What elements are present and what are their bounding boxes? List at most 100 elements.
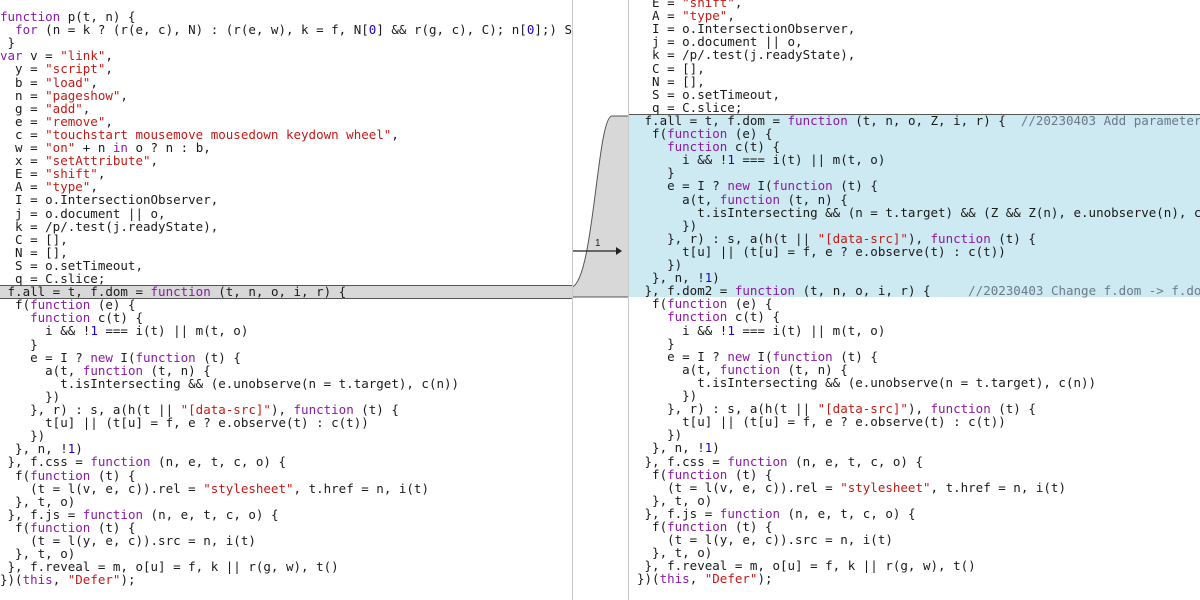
code-line[interactable]: (t = l(y, e, c)).src = n, i(t) xyxy=(0,534,256,547)
code-line[interactable]: w = "on" + n in o ? n : b, xyxy=(0,141,211,154)
code-line[interactable]: }, t, o) xyxy=(637,546,712,559)
code-line[interactable]: f.all = t, f.dom = function (t, n, o, i,… xyxy=(0,285,347,298)
code-line[interactable]: t[u] || (t[u] = f, e ? e.observe(t) : c(… xyxy=(0,416,369,429)
code-line[interactable]: f(function (t) { xyxy=(0,469,135,482)
code-line[interactable]: }, f.reveal = m, o[u] = f, k || r(g, w),… xyxy=(637,559,976,572)
code-line[interactable]: a(t, function (t, n) { xyxy=(0,364,211,377)
code-token: e = I ? xyxy=(637,348,728,364)
code-token: , xyxy=(150,153,159,169)
code-line[interactable]: } xyxy=(637,337,675,350)
code-line[interactable]: } xyxy=(0,36,16,49)
code-line[interactable]: b = "load", xyxy=(0,76,98,89)
code-line[interactable]: }) xyxy=(637,428,682,441)
code-line[interactable]: }, f.css = function (n, e, t, c, o) { xyxy=(637,455,923,468)
code-line[interactable]: t.isIntersecting && (n = t.target) && (Z… xyxy=(637,206,1200,219)
code-line[interactable]: }, n, !1) xyxy=(637,271,720,284)
code-line[interactable]: t[u] || (t[u] = f, e ? e.observe(t) : c(… xyxy=(637,415,1006,428)
code-line[interactable]: }) xyxy=(0,429,45,442)
code-line[interactable]: i && !1 === i(t) || m(t, o) xyxy=(637,153,885,166)
code-line[interactable]: f(function (e) { xyxy=(637,127,772,140)
code-line[interactable]: S = o.setTimeout, xyxy=(0,259,143,272)
code-line[interactable]: j = o.document || o, xyxy=(0,207,166,220)
code-line[interactable]: }, f.reveal = m, o[u] = f, k || r(g, w),… xyxy=(0,560,339,573)
pane-divider-left[interactable] xyxy=(572,0,573,600)
code-line[interactable]: I = o.IntersectionObserver, xyxy=(0,193,218,206)
code-line[interactable]: f(function (t) { xyxy=(637,468,772,481)
code-line[interactable]: (t = l(y, e, c)).src = n, i(t) xyxy=(637,533,893,546)
code-line[interactable]: }, n, !1) xyxy=(0,442,83,455)
code-line[interactable]: }) xyxy=(637,219,697,232)
code-line[interactable]: function c(t) { xyxy=(637,310,780,323)
code-line[interactable]: n = "pageshow", xyxy=(0,89,128,102)
code-line[interactable]: for (n = k ? (r(e, c), N) : (r(e, w), k … xyxy=(0,23,572,36)
code-line[interactable]: a(t, function (t, n) { xyxy=(637,193,848,206)
code-token: }, f.dom2 = xyxy=(637,283,735,299)
code-line[interactable]: f(function (e) { xyxy=(637,297,772,310)
code-line[interactable]: }) xyxy=(0,390,60,403)
left-code-pane[interactable]: function p(t, n) { for (n = k ? (r(e, c)… xyxy=(0,0,572,600)
code-line[interactable]: C = [], xyxy=(0,233,68,246)
code-line[interactable]: E = "shift", xyxy=(637,0,742,9)
code-line[interactable]: t.isIntersecting && (e.unobserve(n = t.t… xyxy=(637,376,1096,389)
code-line[interactable]: }, t, o) xyxy=(0,547,75,560)
code-line[interactable]: }, r) : s, a(h(t || "[data-src]"), funct… xyxy=(637,232,1036,245)
code-line[interactable]: S = o.setTimeout, xyxy=(637,88,780,101)
code-line[interactable]: }) xyxy=(637,258,682,271)
code-line[interactable]: A = "type", xyxy=(0,180,98,193)
code-line[interactable]: function p(t, n) { xyxy=(0,10,135,23)
code-line[interactable]: }, t, o) xyxy=(637,494,712,507)
code-line[interactable]: i && !1 === i(t) || m(t, o) xyxy=(0,324,248,337)
code-line[interactable]: }, f.js = function (n, e, t, c, o) { xyxy=(637,505,916,521)
code-line[interactable]: j = o.document || o, xyxy=(637,35,803,48)
code-line[interactable]: t[u] || (t[u] = f, e ? e.observe(t) : c(… xyxy=(637,245,1006,258)
code-token: (n, e, t, c, o) { xyxy=(780,505,916,521)
code-line[interactable]: (t = l(v, e, c)).rel = "stylesheet", t.h… xyxy=(0,482,429,495)
code-line[interactable]: A = "type", xyxy=(637,9,735,22)
code-line[interactable]: e = I ? new I(function (t) { xyxy=(0,351,241,364)
code-line[interactable]: e = I ? new I(function (t) { xyxy=(637,350,878,363)
code-line[interactable]: } xyxy=(637,166,675,179)
code-line[interactable]: q = C.slice; xyxy=(637,101,742,114)
code-token: i && ! xyxy=(637,322,728,338)
code-token: (t) { xyxy=(90,519,136,535)
code-line[interactable]: }, f.css = function (n, e, t, c, o) { xyxy=(0,455,286,468)
code-line[interactable]: f(function (e) { xyxy=(0,298,135,311)
code-line[interactable]: var v = "link", xyxy=(0,49,113,62)
code-line[interactable]: t.isIntersecting && (e.unobserve(n = t.t… xyxy=(0,377,459,390)
code-line[interactable]: e = "remove", xyxy=(0,115,113,128)
code-line[interactable]: f(function (t) { xyxy=(637,520,772,533)
code-line[interactable]: g = "add", xyxy=(0,102,90,115)
code-line[interactable]: k = /p/.test(j.readyState), xyxy=(0,220,218,233)
code-line[interactable]: }, f.dom2 = function (t, n, o, i, r) { /… xyxy=(637,284,1200,297)
code-line[interactable]: } xyxy=(0,338,38,351)
code-line[interactable]: f.all = t, f.dom = function (t, n, o, Z,… xyxy=(637,114,1200,127)
code-line[interactable]: C = [], xyxy=(637,62,705,75)
code-line[interactable]: })(this, "Defer"); xyxy=(637,572,773,585)
code-line[interactable]: function c(t) { xyxy=(637,140,780,153)
code-line[interactable]: }, n, !1) xyxy=(637,441,720,454)
code-line[interactable]: }, t, o) xyxy=(0,495,75,508)
pane-divider-right[interactable] xyxy=(628,0,629,600)
code-line[interactable]: }, f.js = function (n, e, t, c, o) { xyxy=(0,508,279,521)
code-line[interactable]: a(t, function (t, n) { xyxy=(637,363,848,376)
code-line[interactable]: q = C.slice; xyxy=(0,272,105,285)
code-line[interactable]: y = "script", xyxy=(0,62,113,75)
code-line[interactable]: }, r) : s, a(h(t || "[data-src]"), funct… xyxy=(637,402,1036,415)
code-line[interactable]: N = [], xyxy=(0,246,68,259)
code-line[interactable]: k = /p/.test(j.readyState), xyxy=(637,48,855,61)
right-arrow-icon[interactable] xyxy=(616,247,622,255)
code-line[interactable]: E = "shift", xyxy=(0,167,105,180)
code-line[interactable]: x = "setAttribute", xyxy=(0,154,158,167)
code-line[interactable]: e = I ? new I(function (t) { xyxy=(637,179,878,192)
code-line[interactable]: I = o.IntersectionObserver, xyxy=(637,22,855,35)
code-line[interactable]: }) xyxy=(637,389,697,402)
code-line[interactable]: }, r) : s, a(h(t || "[data-src]"), funct… xyxy=(0,403,399,416)
code-line[interactable]: })(this, "Defer"); xyxy=(0,573,136,586)
code-line[interactable]: c = "touchstart mousemove mousedown keyd… xyxy=(0,128,399,141)
code-line[interactable]: f(function (t) { xyxy=(0,521,135,534)
right-code-pane[interactable]: E = "shift", A = "type", I = o.Intersect… xyxy=(629,0,1200,600)
code-line[interactable]: function c(t) { xyxy=(0,311,143,324)
code-line[interactable]: i && !1 === i(t) || m(t, o) xyxy=(637,324,885,337)
code-line[interactable]: N = [], xyxy=(637,75,705,88)
code-line[interactable]: (t = l(v, e, c)).rel = "stylesheet", t.h… xyxy=(637,481,1066,494)
